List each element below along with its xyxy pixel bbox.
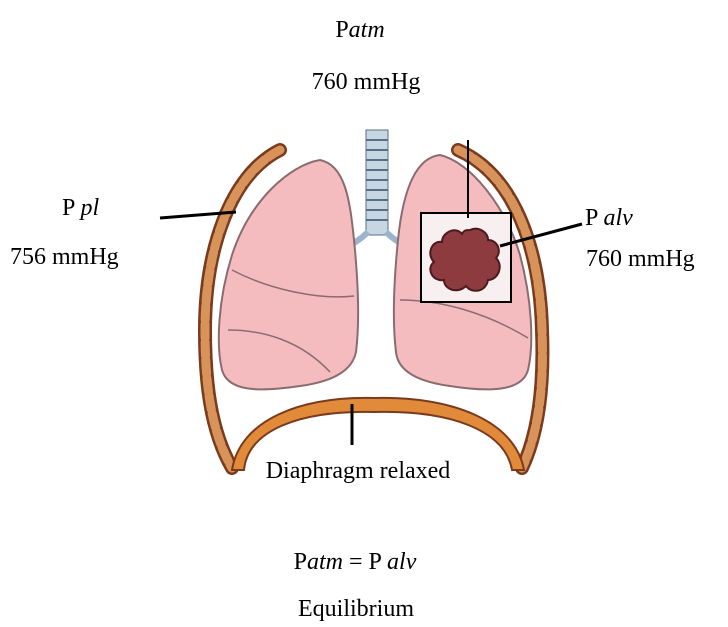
palv-prefix: P bbox=[585, 205, 603, 231]
equation-rhs-sub: alv bbox=[387, 549, 416, 575]
ppl-prefix: P bbox=[62, 195, 80, 221]
patm-label: Patm bbox=[335, 18, 384, 42]
equation-lhs-sub: atm bbox=[307, 549, 343, 575]
ppl-value: 756 mmHg bbox=[10, 245, 119, 269]
palv-label: P alv bbox=[585, 206, 633, 230]
equation-lhs-prefix: P bbox=[294, 549, 307, 575]
equation-rhs-prefix: P bbox=[369, 549, 387, 575]
equation-operator: = bbox=[343, 549, 369, 575]
ppl-sub: pl bbox=[80, 195, 99, 221]
alveolus-inset bbox=[421, 213, 511, 302]
ppl-label: P pl bbox=[62, 196, 99, 220]
diaphragm-label: Diaphragm relaxed bbox=[266, 459, 451, 483]
palv-sub: alv bbox=[603, 205, 632, 231]
palv-value: 760 mmHg bbox=[586, 247, 695, 271]
patm-sub: atm bbox=[349, 17, 385, 43]
patm-prefix: P bbox=[335, 17, 348, 43]
patm-value: 760 mmHg bbox=[312, 70, 421, 94]
state-label: Equilibrium bbox=[298, 597, 414, 621]
equation: Patm = P alv bbox=[294, 550, 417, 574]
